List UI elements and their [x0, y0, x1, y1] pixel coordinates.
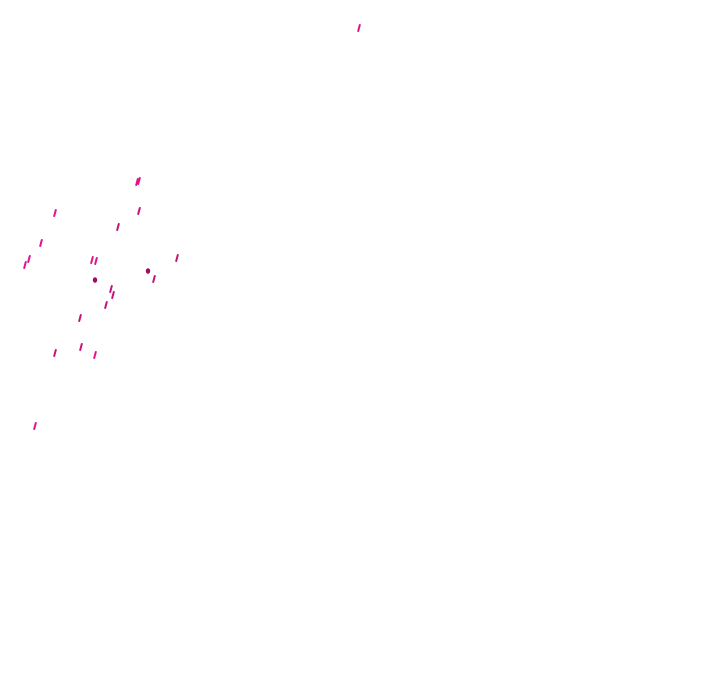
- mark-16: [111, 291, 115, 299]
- mark-12: [175, 254, 179, 262]
- mark-4: [53, 209, 57, 217]
- mark-19: [79, 343, 83, 351]
- mark-5: [116, 223, 120, 231]
- mark-20: [53, 349, 57, 357]
- mark-0: [357, 24, 361, 32]
- mark-1: [135, 178, 139, 186]
- mark-9: [90, 256, 94, 264]
- mark-11: [145, 268, 151, 274]
- mark-14: [152, 275, 156, 283]
- mark-2: [137, 177, 141, 185]
- mark-15: [109, 285, 113, 293]
- mark-18: [78, 314, 82, 322]
- mark-6: [39, 239, 43, 247]
- mark-13: [92, 277, 98, 283]
- mark-21: [93, 351, 97, 359]
- mark-7: [27, 255, 31, 263]
- mark-10: [94, 257, 98, 265]
- mark-8: [23, 261, 27, 269]
- mark-17: [104, 301, 108, 309]
- mark-22: [33, 422, 37, 430]
- mark-3: [137, 207, 141, 215]
